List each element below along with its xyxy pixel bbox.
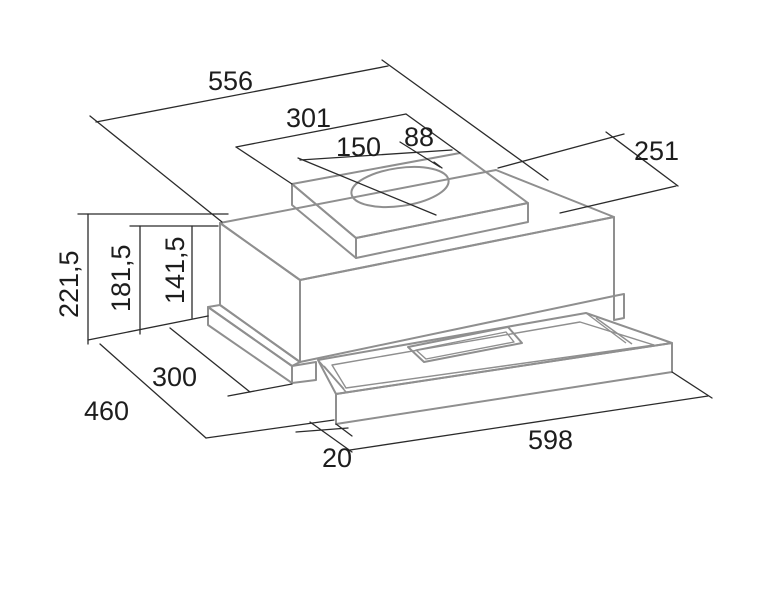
dim-300-ext <box>227 383 293 397</box>
dimension-labels: 556 301 150 88 251 221,5 181,5 141,5 300… <box>54 66 679 473</box>
label-20: 20 <box>322 443 352 473</box>
base-rail-bottom <box>291 361 317 384</box>
air-outlet-ellipse <box>350 165 450 209</box>
label-150: 150 <box>336 132 381 162</box>
label-301: 301 <box>286 103 331 133</box>
drawer-tray-top <box>317 312 673 395</box>
drawer-rail-right <box>585 312 627 344</box>
dim-301-ext-right <box>405 113 461 154</box>
dim-251-ext <box>497 133 625 169</box>
hood-body <box>207 152 673 425</box>
dim-88-line <box>399 141 441 168</box>
label-181-5: 181,5 <box>106 244 136 312</box>
dim-height-bottom-ext <box>87 315 209 341</box>
dim-556-ext-left <box>89 115 223 223</box>
dim-556-line <box>95 65 389 123</box>
housing-front <box>299 216 615 363</box>
dim-460-ext <box>205 419 335 439</box>
filter-opening-inner <box>415 331 515 360</box>
dim-300-line <box>169 327 251 393</box>
collar-side <box>291 183 357 259</box>
label-221-5: 221,5 <box>54 250 84 318</box>
side-rail-right <box>613 293 625 321</box>
dim-150-line <box>297 157 437 216</box>
label-88: 88 <box>404 122 434 152</box>
base-rail-side <box>207 306 293 384</box>
dim-301-line <box>235 113 407 148</box>
drawer-tray-inner <box>331 321 655 389</box>
dim-251-ext-2 <box>559 185 677 214</box>
dim-460-line <box>99 343 207 439</box>
dim-598-ext-right <box>671 371 713 399</box>
label-300: 300 <box>152 362 197 392</box>
label-460: 460 <box>84 396 129 426</box>
dim-301-ext-left <box>235 146 293 185</box>
dim-598-line <box>349 395 709 451</box>
drawer-rail-left-2 <box>323 365 345 390</box>
dim-556-ext-right <box>381 59 549 181</box>
dim-251-line <box>605 131 679 187</box>
dim-88-tick <box>433 161 443 169</box>
dimension-lines <box>77 59 713 453</box>
filter-opening <box>407 326 523 363</box>
label-556: 556 <box>208 66 253 96</box>
label-141-5: 141,5 <box>160 236 190 304</box>
dim-20-tick-right <box>335 423 353 437</box>
label-598: 598 <box>528 425 573 455</box>
dim-150-cross <box>299 149 453 161</box>
drawer-rail-right-2 <box>595 317 633 345</box>
collar-top <box>291 152 529 239</box>
collar-front <box>355 202 529 259</box>
label-251: 251 <box>634 136 679 166</box>
dim-20-tick-left <box>309 421 353 453</box>
